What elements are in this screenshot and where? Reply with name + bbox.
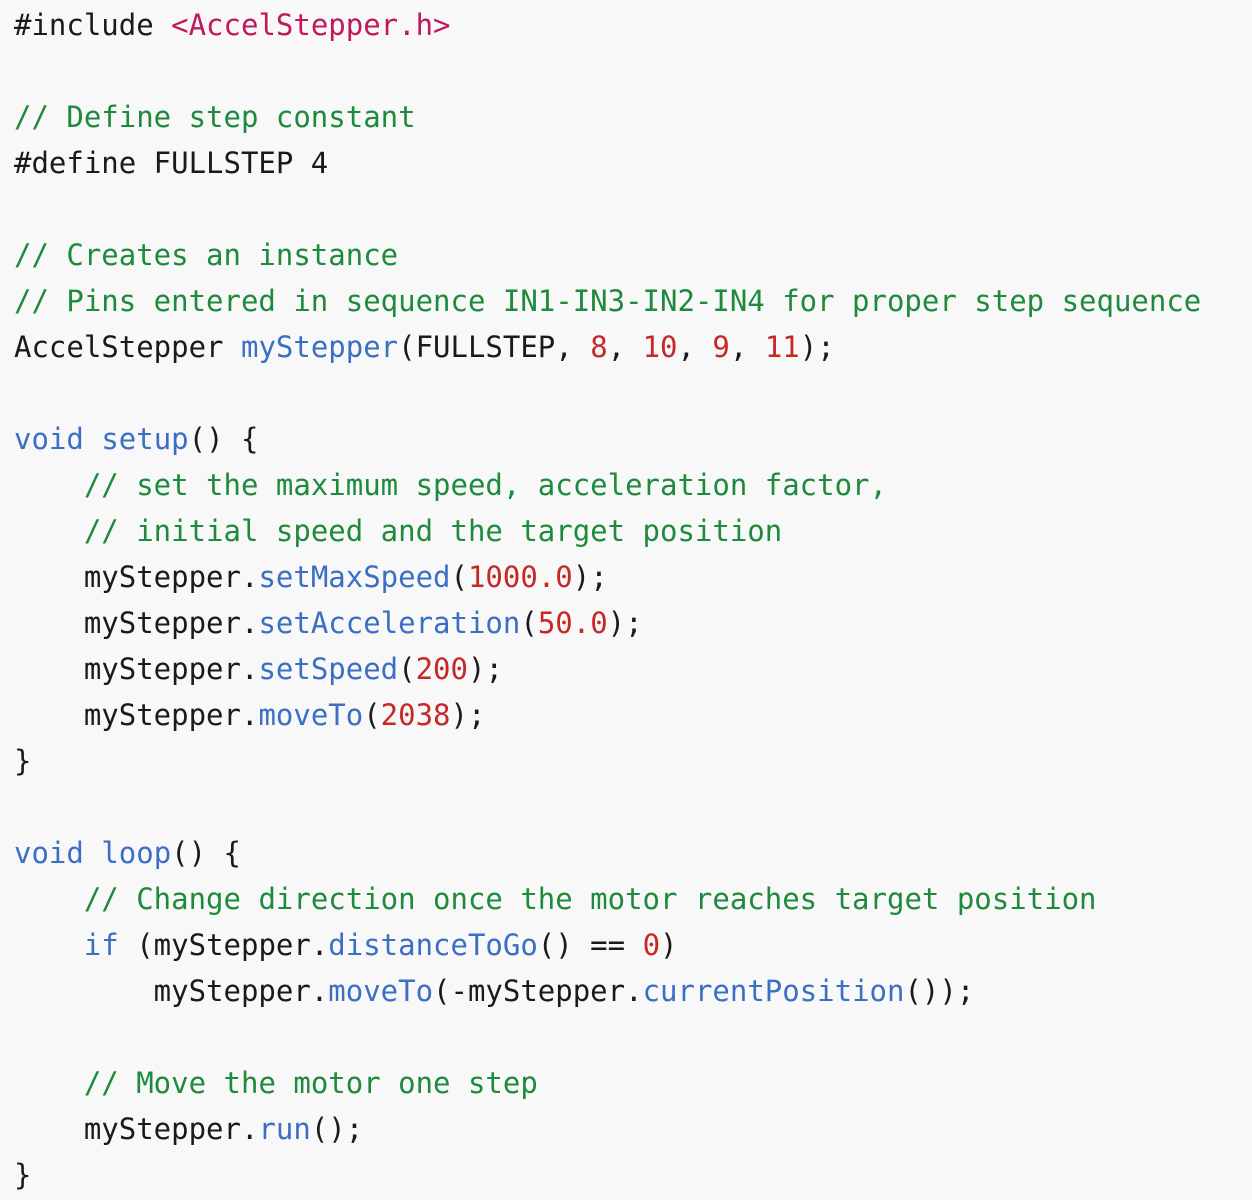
code-token-plain [14, 882, 84, 916]
code-token-plain: ()); [904, 974, 975, 1008]
code-token-plain: () { [171, 836, 241, 870]
code-line: ​ [14, 1014, 1252, 1060]
code-line: // Pins entered in sequence IN1-IN3-IN2-… [14, 278, 1252, 324]
code-line: // initial speed and the target position [14, 508, 1252, 554]
code-token-plain: ( [398, 652, 416, 686]
code-token-comment: // Move the motor one step [83, 1066, 538, 1100]
code-token-plain: ( [520, 606, 538, 640]
code-token-function: run [258, 1112, 311, 1146]
code-token-function: loop [101, 836, 172, 870]
code-token-plain: (-myStepper. [433, 974, 643, 1008]
code-token-string: <AccelStepper.h> [171, 8, 451, 42]
code-token-plain: , [729, 330, 765, 364]
code-token-function: myStepper [240, 330, 399, 364]
code-token-plain: ); [607, 606, 643, 640]
code-line: // Change direction once the motor reach… [14, 876, 1252, 922]
code-line: // Move the motor one step [14, 1060, 1252, 1106]
code-line: myStepper.setMaxSpeed(1000.0); [14, 554, 1252, 600]
code-line: myStepper.moveTo(2038); [14, 692, 1252, 738]
code-token-keyword: void [14, 836, 84, 870]
code-token-plain: ) [660, 928, 678, 962]
code-token-comment: // Change direction once the motor reach… [83, 882, 1097, 916]
code-line: if (myStepper.distanceToGo() == 0) [14, 922, 1252, 968]
code-token-plain: #define FULLSTEP 4 [14, 146, 329, 180]
code-token-plain: , [607, 330, 643, 364]
code-line: myStepper.run(); [14, 1106, 1252, 1152]
code-token-plain [14, 514, 84, 548]
code-token-plain: ( [363, 698, 381, 732]
code-token-plain: myStepper. [14, 606, 259, 640]
code-token-number: 9 [712, 330, 730, 364]
code-line: myStepper.setSpeed(200); [14, 646, 1252, 692]
code-line: #include <AccelStepper.h> [14, 2, 1252, 48]
code-token-plain [14, 928, 84, 962]
code-line: myStepper.moveTo(-myStepper.currentPosit… [14, 968, 1252, 1014]
code-token-plain: (FULLSTEP, [398, 330, 591, 364]
code-line: ​ [14, 48, 1252, 94]
code-token-number: 8 [590, 330, 608, 364]
code-token-number: 10 [642, 330, 678, 364]
code-token-plain: myStepper. [14, 1112, 259, 1146]
code-token-function: moveTo [328, 974, 434, 1008]
code-token-comment: // Pins entered in sequence IN1-IN3-IN2-… [14, 284, 1202, 318]
code-token-number: 50.0 [537, 606, 608, 640]
code-token-number: 0 [642, 928, 661, 962]
code-line: } [14, 738, 1252, 784]
code-token-plain: ( [450, 560, 468, 594]
code-token-plain: #include [14, 8, 172, 42]
code-line: ​ [14, 784, 1252, 830]
code-token-plain: } [14, 1158, 32, 1192]
code-token-function: moveTo [258, 698, 364, 732]
code-token-plain: AccelStepper [14, 330, 241, 364]
code-token-comment: // Creates an instance [14, 238, 399, 272]
code-token-function: setSpeed [258, 652, 399, 686]
code-token-number: 200 [415, 652, 468, 686]
code-token-plain: () == [537, 928, 643, 962]
code-line: // set the maximum speed, acceleration f… [14, 462, 1252, 508]
code-token-function: currentPosition [642, 974, 905, 1008]
code-token-function: setAcceleration [258, 606, 521, 640]
code-line: // Define step constant [14, 94, 1252, 140]
code-token-plain [84, 836, 101, 870]
code-token-plain: , [677, 330, 713, 364]
code-token-plain: (); [310, 1112, 364, 1146]
code-token-number: 1000.0 [467, 560, 573, 594]
code-token-function: distanceToGo [328, 928, 538, 962]
code-token-plain: ); [572, 560, 608, 594]
code-line: ​ [14, 186, 1252, 232]
code-token-plain [14, 468, 84, 502]
code-line: // Creates an instance [14, 232, 1252, 278]
code-line: void loop() { [14, 830, 1252, 876]
code-token-comment: // initial speed and the target position [83, 514, 783, 548]
code-token-number: 2038 [380, 698, 451, 732]
code-token-plain: myStepper. [14, 560, 259, 594]
code-line: AccelStepper myStepper(FULLSTEP, 8, 10, … [14, 324, 1252, 370]
code-token-plain: ); [799, 330, 835, 364]
code-line: myStepper.setAcceleration(50.0); [14, 600, 1252, 646]
code-token-plain: myStepper. [14, 652, 259, 686]
code-token-comment: // Define step constant [14, 100, 416, 134]
code-token-plain: myStepper. [14, 698, 259, 732]
code-line: void setup() { [14, 416, 1252, 462]
code-line: } [14, 1152, 1252, 1198]
code-token-number: 11 [764, 330, 800, 364]
code-token-plain [84, 422, 101, 456]
code-token-plain: } [14, 744, 32, 778]
code-token-comment: // set the maximum speed, acceleration f… [83, 468, 887, 502]
code-line: ​ [14, 370, 1252, 416]
code-line: #define FULLSTEP 4 [14, 140, 1252, 186]
code-token-plain: myStepper. [14, 974, 329, 1008]
code-token-plain [14, 1066, 84, 1100]
code-token-plain: ); [450, 698, 486, 732]
code-token-plain: ); [467, 652, 503, 686]
code-token-keyword: if [83, 928, 119, 962]
code-token-function: setup [101, 422, 189, 456]
code-token-plain: (myStepper. [118, 928, 329, 962]
code-token-plain: () { [188, 422, 259, 456]
code-token-keyword: void [14, 422, 84, 456]
code-token-function: setMaxSpeed [258, 560, 451, 594]
